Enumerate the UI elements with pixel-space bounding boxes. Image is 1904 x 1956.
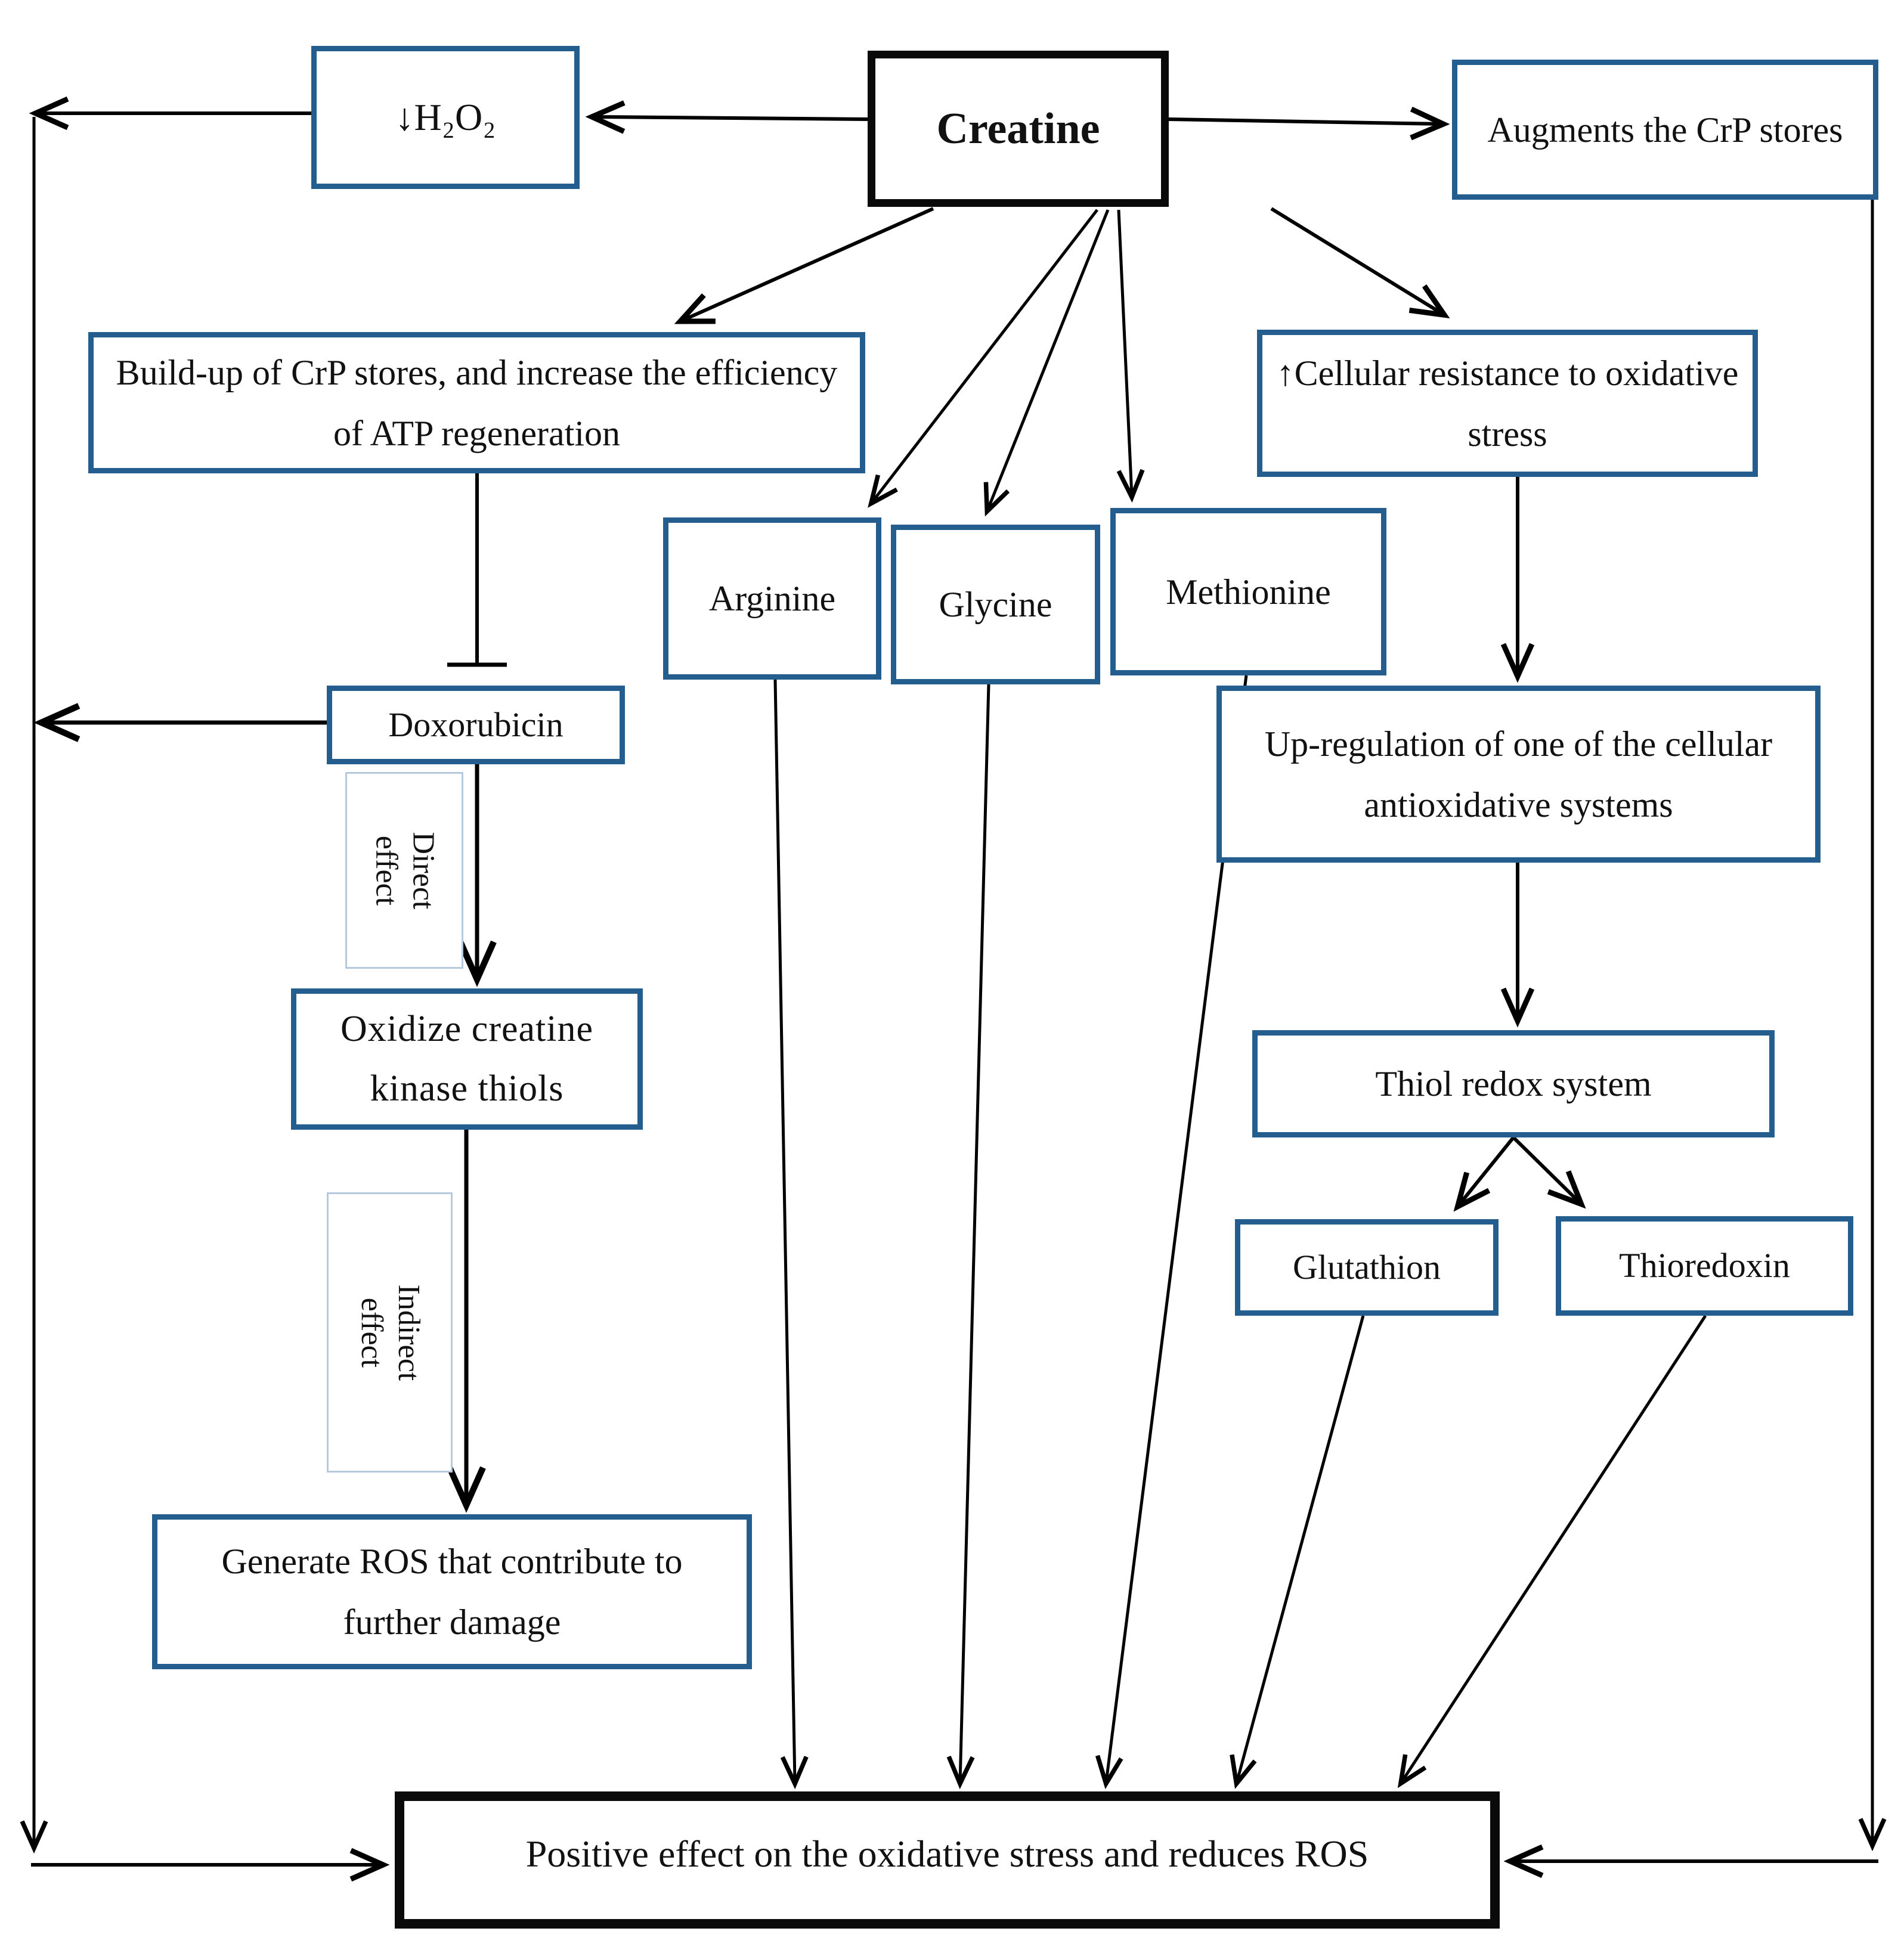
node-oxidize-label: Oxidize creatine kinase thiols	[340, 1009, 593, 1109]
node-h2o2-label: ↓H₂O₂	[395, 95, 496, 138]
node-augments-label: Augments the CrP stores	[1487, 110, 1843, 150]
node-methionine-label: Methionine	[1166, 572, 1331, 612]
node-arginine-label: Arginine	[708, 579, 836, 618]
label-direct-effect: Direct effect	[345, 772, 463, 969]
node-buildup: Build-up of CrP stores, and increase the…	[88, 332, 865, 473]
node-cellular: ↑Cellular resistance to oxidative stress	[1257, 330, 1758, 477]
label-direct-effect-line2: effect	[369, 835, 403, 906]
node-buildup-label: Build-up of CrP stores, and increase the…	[116, 352, 838, 453]
node-augments: Augments the CrP stores	[1452, 60, 1878, 200]
node-generate: Generate ROS that contribute to further …	[152, 1514, 752, 1669]
node-cellular-label: ↑Cellular resistance to oxidative stress	[1276, 353, 1739, 454]
node-generate-label: Generate ROS that contribute to further …	[221, 1542, 683, 1642]
label-indirect-effect-text: Indirect effect	[352, 1284, 427, 1381]
node-creatine-label: Creatine	[936, 104, 1100, 153]
node-thioredoxin: Thioredoxin	[1556, 1216, 1853, 1316]
node-thiol: Thiol redox system	[1252, 1030, 1775, 1137]
edge-creatine-cellular	[1270, 207, 1450, 319]
edge-thiol-glutathion	[1453, 1136, 1515, 1212]
node-upregulation-label: Up-regulation of one of the cellular ant…	[1264, 724, 1773, 824]
node-glutathion: Glutathion	[1235, 1219, 1499, 1316]
node-thioredoxin-label: Thioredoxin	[1619, 1246, 1790, 1285]
node-oxidize: Oxidize creatine kinase thiols	[291, 988, 643, 1130]
edge-creatine-h2o2	[585, 100, 868, 134]
edge-creatine-arginine	[868, 209, 1098, 508]
node-arginine: Arginine	[663, 517, 881, 680]
label-indirect-effect: Indirect effect	[327, 1192, 453, 1473]
node-upregulation: Up-regulation of one of the cellular ant…	[1216, 686, 1821, 863]
edge-thiol-thioredoxin	[1512, 1136, 1586, 1209]
label-indirect-effect-line2: effect	[354, 1297, 389, 1368]
label-direct-effect-text: Direct effect	[367, 832, 442, 909]
edge-glutathion-positive	[1230, 1315, 1365, 1789]
node-positive: Positive effect on the oxidative stress …	[395, 1791, 1500, 1929]
node-doxorubicin-label: Doxorubicin	[388, 705, 564, 744]
label-indirect-effect-line1: Indirect	[391, 1284, 426, 1381]
edge-thioredoxin-positive	[1397, 1315, 1707, 1788]
edge-creatine-buildup	[674, 207, 934, 324]
node-creatine: Creatine	[868, 51, 1169, 207]
node-methionine: Methionine	[1110, 508, 1386, 675]
node-glycine-label: Glycine	[939, 585, 1052, 624]
label-direct-effect-line1: Direct	[406, 832, 441, 909]
node-positive-label: Positive effect on the oxidative stress …	[525, 1832, 1369, 1875]
edge-creatine-augments	[1168, 107, 1450, 141]
node-doxorubicin: Doxorubicin	[327, 686, 625, 764]
node-glutathion-label: Glutathion	[1292, 1247, 1441, 1287]
edge-creatine-glycine	[983, 209, 1110, 517]
node-h2o2: ↓H₂O₂	[311, 46, 580, 189]
node-glycine: Glycine	[891, 525, 1100, 684]
node-thiol-label: Thiol redox system	[1375, 1064, 1652, 1103]
edge-creatine-methionine	[1116, 209, 1145, 503]
edge-glycine-positive	[946, 684, 990, 1790]
edge-arginine-positive	[773, 679, 809, 1790]
